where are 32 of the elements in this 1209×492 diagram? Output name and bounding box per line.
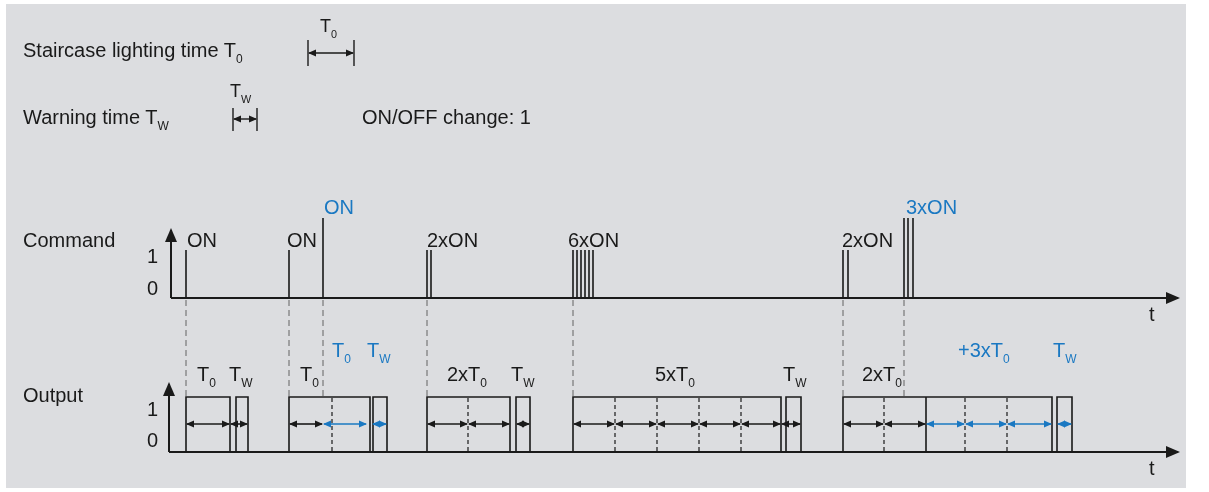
pulse-label: 3xON	[906, 195, 958, 219]
duration-label: 5xT$_{0}$	[655, 362, 696, 386]
pulse-label: 6xON	[568, 228, 620, 252]
duration-label: T$_{W}$	[229, 362, 253, 386]
axis-tick: 0	[147, 428, 159, 452]
pulse-label: ON	[187, 228, 217, 252]
duration-label: T$_{0}$	[300, 362, 319, 386]
axis-tick: 1	[147, 244, 159, 268]
duration-label: T$_{W}$	[783, 362, 807, 386]
note-text: ON/OFF change: 1	[362, 105, 531, 129]
signal-label: Command	[23, 228, 116, 252]
axis-label: t	[1149, 456, 1155, 480]
dimension-label: T$_{W}$	[230, 80, 252, 103]
legend-text: Warning time T$_{W}$	[23, 105, 169, 129]
legend-text: Staircase lighting time T$_{0}$	[23, 38, 243, 62]
pulse-label: 2xON	[842, 228, 894, 252]
duration-label: +3xT$_{0}$	[958, 338, 1010, 362]
duration-label: T$_{0}$	[332, 338, 351, 362]
axis-tick: 0	[147, 276, 159, 300]
axis-tick: 1	[147, 397, 159, 421]
duration-label: T$_{W}$	[511, 362, 535, 386]
duration-label: 2xT$_{0}$	[447, 362, 488, 386]
duration-label: 2xT$_{0}$	[862, 362, 903, 386]
duration-label: T$_{W}$	[1053, 338, 1077, 362]
pulse-label: ON	[324, 195, 354, 219]
duration-label: T$_{W}$	[367, 338, 391, 362]
pulse-label: ON	[287, 228, 317, 252]
dimension-label: T$_{0}$	[320, 15, 337, 38]
pulse-label: 2xON	[427, 228, 479, 252]
duration-label: T$_{0}$	[197, 362, 216, 386]
axis-label: t	[1149, 302, 1155, 326]
signal-label: Output	[23, 383, 84, 407]
